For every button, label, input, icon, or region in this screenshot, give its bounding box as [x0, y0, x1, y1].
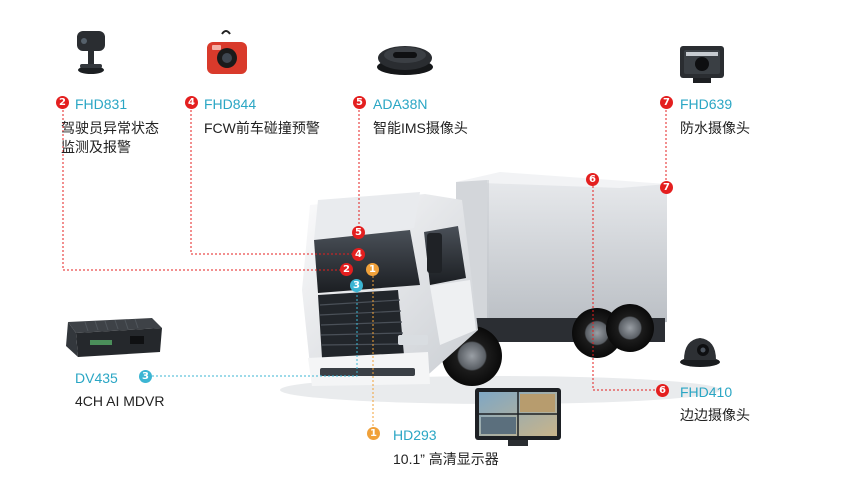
- windshield: [314, 230, 420, 293]
- badge-fhd831: 2: [56, 96, 69, 109]
- wheels: [442, 304, 654, 386]
- desc-fhd639: 防水摄像头: [680, 120, 750, 136]
- desc-fhd831-line1: 驾驶员异常状态: [61, 120, 159, 136]
- badge-fhd639: 7: [660, 96, 673, 109]
- truck-marker-3: 3: [350, 279, 363, 292]
- badge-fhd410: 6: [656, 384, 669, 397]
- waterproof-camera-icon: [680, 46, 724, 83]
- desc-fhd410: 边边摄像头: [680, 407, 750, 423]
- desc-ada38n: 智能IMS摄像头: [373, 120, 468, 136]
- model-fhd831: FHD831: [75, 96, 128, 112]
- desc-fhd831-line2: 监测及报警: [61, 139, 131, 155]
- desc-dv435: 4CH AI MDVR: [75, 393, 165, 409]
- side-mirror: [427, 233, 442, 273]
- side-camera-icon: [680, 338, 720, 367]
- model-dv435: DV435: [75, 370, 118, 386]
- badge-ada38n: 5: [353, 96, 366, 109]
- dms-camera-icon: [77, 31, 105, 74]
- truck-marker-7: 7: [660, 181, 673, 194]
- model-fhd844: FHD844: [204, 96, 257, 112]
- badge-hd293: 1: [367, 427, 380, 440]
- desc-hd293: 10.1” 高清显示器: [393, 451, 499, 467]
- model-fhd410: FHD410: [680, 384, 733, 400]
- mdvr-icon: [66, 318, 162, 357]
- truck-cab: [302, 192, 478, 386]
- truck-marker-1: 1: [366, 263, 379, 276]
- fcw-camera-icon: [207, 30, 247, 74]
- model-ada38n: ADA38N: [373, 96, 428, 112]
- truck-marker-5: 5: [352, 226, 365, 239]
- truck-marker-6: 6: [586, 173, 599, 186]
- badge-fhd844: 4: [185, 96, 198, 109]
- truck-marker-4: 4: [352, 248, 365, 261]
- ims-camera-icon: [377, 46, 433, 75]
- truck-marker-2: 2: [340, 263, 353, 276]
- model-fhd639: FHD639: [680, 96, 733, 112]
- connector-lines: [62, 110, 667, 432]
- badge-dv435: 3: [139, 370, 152, 383]
- model-hd293: HD293: [393, 427, 437, 443]
- desc-fhd844: FCW前车碰撞预警: [204, 120, 320, 136]
- monitor-icon: [475, 388, 561, 446]
